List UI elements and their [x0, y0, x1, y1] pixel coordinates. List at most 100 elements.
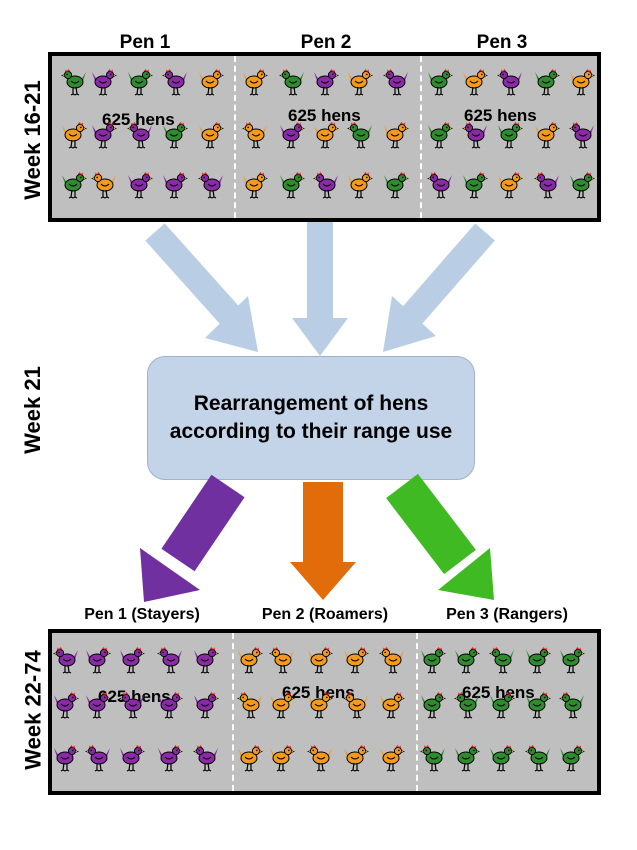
hen-icon: [162, 121, 189, 149]
hen-icon: [119, 646, 146, 674]
hen-icon: [525, 691, 552, 719]
hen-icon: [157, 744, 184, 772]
rearrangement-text: Rearrangement of hens according to their…: [169, 392, 453, 443]
hen-icon: [307, 646, 334, 674]
hen-icon: [347, 68, 374, 96]
hen-icon: [198, 68, 225, 96]
hen-icon: [60, 68, 87, 96]
top-pen-divider-1: [234, 56, 236, 218]
hen-icon: [454, 646, 481, 674]
hen-icon: [420, 691, 447, 719]
hen-icon: [525, 646, 552, 674]
hen-icon: [453, 691, 480, 719]
top-pen-2-label: Pen 2: [300, 32, 352, 53]
roamers-arrow: [290, 482, 356, 600]
hen-icon: [193, 691, 220, 719]
hen-icon: [524, 744, 551, 772]
bottom-pen-1-count: 625 hens: [98, 687, 171, 706]
hen-icon: [192, 744, 219, 772]
hen-icon: [343, 744, 370, 772]
hen-icon: [269, 744, 296, 772]
bottom-pen-2-label: Pen 2 (Roamers): [261, 606, 389, 623]
hen-icon: [119, 744, 146, 772]
hen-icon: [85, 691, 112, 719]
hen-icon: [534, 121, 561, 149]
hen-icon: [237, 744, 264, 772]
hen-icon: [497, 121, 524, 149]
hen-icon: [379, 691, 406, 719]
hen-icon: [313, 68, 340, 96]
hen-icon: [312, 171, 339, 199]
hen-icon: [427, 68, 454, 96]
hen-icon: [126, 121, 153, 149]
hen-icon: [85, 646, 112, 674]
hen-icon: [53, 691, 80, 719]
hen-icon: [52, 646, 79, 674]
hen-icon: [242, 171, 269, 199]
hen-icon: [307, 691, 334, 719]
bottom-pen-3-label: Pen 3 (Rangers): [446, 606, 568, 623]
hen-icon: [379, 744, 406, 772]
hen-icon: [91, 121, 118, 149]
hen-icon: [496, 68, 523, 96]
bottom-pen-divider-2: [416, 633, 418, 791]
converge-arrow-center: [292, 222, 348, 356]
hen-icon: [489, 691, 516, 719]
top-pen-2-count: 625 hens: [288, 106, 361, 125]
hen-icon: [161, 68, 188, 96]
hen-icon: [497, 171, 524, 199]
hen-icon: [426, 171, 453, 199]
hen-icon: [61, 121, 88, 149]
hen-icon: [197, 171, 224, 199]
hen-icon: [427, 121, 454, 149]
hen-icon: [236, 691, 263, 719]
hen-icon: [241, 121, 268, 149]
hen-icon: [127, 68, 154, 96]
hen-icon: [269, 691, 296, 719]
bottom-pen-divider-1: [232, 633, 234, 791]
hen-icon: [462, 68, 489, 96]
hen-icon: [242, 68, 269, 96]
bottom-pen-3-count: 625 hens: [462, 683, 535, 702]
top-pen-3-label: Pen 3: [476, 32, 528, 53]
hen-icon: [279, 121, 306, 149]
hen-icon: [559, 744, 586, 772]
hen-icon: [462, 171, 489, 199]
hen-icon: [461, 121, 488, 149]
hen-icon: [268, 646, 295, 674]
hen-icon: [278, 68, 305, 96]
rearrangement-box: Rearrangement of hens according to their…: [147, 356, 475, 480]
rangers-arrow: [386, 473, 494, 600]
hen-icon: [568, 121, 595, 149]
hen-icon: [559, 646, 586, 674]
hen-icon: [118, 691, 145, 719]
hen-icon: [237, 646, 264, 674]
hen-icon: [569, 68, 596, 96]
hen-icon: [533, 171, 560, 199]
hen-icon: [90, 171, 117, 199]
hen-icon: [454, 744, 481, 772]
converge-arrow-left: [145, 223, 258, 352]
hen-icon: [127, 171, 154, 199]
hen-icon: [569, 171, 596, 199]
hen-icon: [534, 68, 561, 96]
hen-icon: [419, 744, 446, 772]
hen-icon: [193, 646, 220, 674]
hen-icon: [488, 646, 515, 674]
hen-icon: [279, 171, 306, 199]
top-pen-divider-2: [420, 56, 422, 218]
top-pen-3-count: 625 hens: [464, 106, 537, 125]
hen-icon: [383, 121, 410, 149]
bottom-pen-2-count: 625 hens: [282, 683, 355, 702]
hen-icon: [343, 646, 370, 674]
hen-icon: [382, 68, 409, 96]
hen-icon: [162, 171, 189, 199]
converge-arrow-right: [383, 223, 495, 352]
hen-icon: [198, 121, 225, 149]
hen-icon: [61, 171, 88, 199]
hen-icon: [489, 744, 516, 772]
top-pen-1-label: Pen 1: [119, 32, 171, 53]
hen-icon: [156, 646, 183, 674]
hen-icon: [84, 744, 111, 772]
